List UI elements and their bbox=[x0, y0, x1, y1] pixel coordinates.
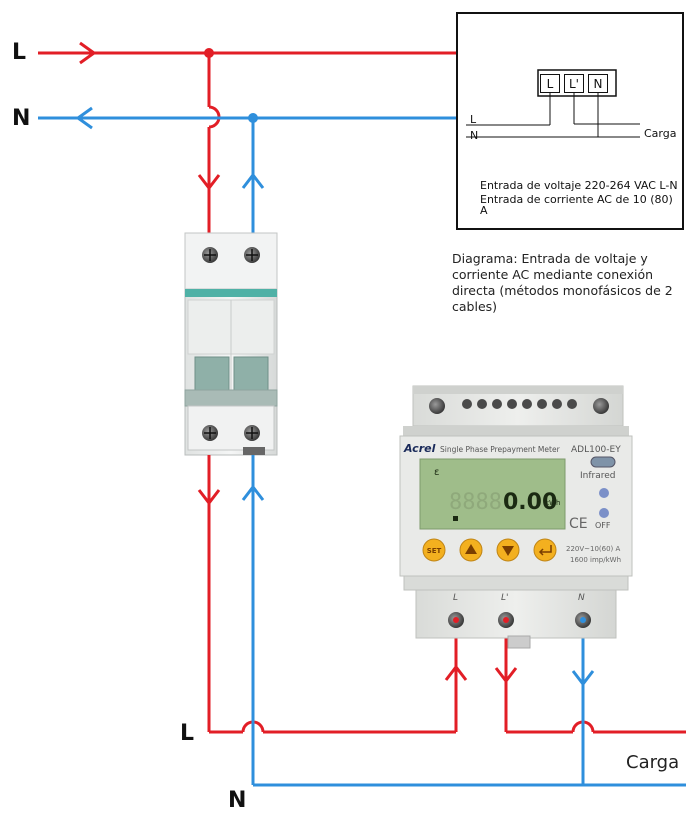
line-wire-top bbox=[38, 41, 456, 236]
inset-diagram: L L' N L N Carga Entrada de voltaje 220-… bbox=[456, 12, 684, 230]
line-label-top: L bbox=[12, 40, 27, 65]
neutral-wire-top bbox=[38, 106, 456, 236]
circuit-breaker bbox=[184, 232, 278, 456]
meter-rating: 220V~10(60) A bbox=[566, 545, 621, 553]
inset-terminal-lp: L' bbox=[564, 74, 584, 93]
svg-text:8888: 8888 bbox=[449, 490, 502, 515]
load-label: Carga bbox=[626, 752, 680, 773]
inset-load: Carga bbox=[644, 127, 677, 140]
line-label-bottom: L bbox=[180, 721, 195, 746]
svg-text:ε: ε bbox=[434, 467, 439, 478]
inset-terminal-n: N bbox=[588, 74, 608, 93]
meter-description: Single Phase Prepayment Meter bbox=[440, 445, 561, 454]
svg-text:CE: CE bbox=[569, 516, 588, 532]
inset-spec-current: Entrada de corriente AC de 10 (80) A bbox=[480, 193, 673, 217]
neutral-label-bottom: N bbox=[228, 788, 247, 813]
enter-button[interactable] bbox=[533, 538, 557, 562]
set-button[interactable]: SET bbox=[422, 538, 446, 562]
display-unit: kWh bbox=[545, 499, 560, 507]
inset-spec-voltage: Entrada de voltaje 220-264 VAC L-N bbox=[480, 179, 678, 192]
neutral-label-top: N bbox=[12, 106, 31, 131]
terminal-label-l: L bbox=[453, 593, 458, 603]
inset-schematic bbox=[466, 69, 640, 138]
display-value: 0.00 bbox=[503, 490, 557, 515]
meter-model: ADL100-EY bbox=[571, 445, 621, 455]
diagram-caption: Diagrama: Entrada de voltaje y corriente… bbox=[452, 251, 673, 314]
off-label: OFF bbox=[595, 521, 611, 530]
up-button[interactable] bbox=[459, 538, 483, 562]
meter-constant: 1600 imp/kWh bbox=[570, 556, 621, 564]
terminal-label-lp: L' bbox=[501, 593, 509, 603]
energy-meter: ε 8888 0.00 kWh Acrel Single Phase Prepa… bbox=[399, 385, 633, 649]
inset-wire-n: N bbox=[470, 129, 479, 142]
terminal-label-n: N bbox=[578, 593, 585, 603]
meter-brand: Acrel bbox=[403, 442, 436, 455]
inset-terminal-l: L bbox=[540, 74, 560, 93]
down-button[interactable] bbox=[496, 538, 520, 562]
infrared-label: Infrared bbox=[580, 471, 616, 481]
inset-wire-l: L bbox=[470, 113, 477, 126]
line-wire-bottom bbox=[197, 455, 686, 734]
neutral-wire-bottom bbox=[241, 455, 686, 787]
set-label: SET bbox=[427, 547, 442, 555]
